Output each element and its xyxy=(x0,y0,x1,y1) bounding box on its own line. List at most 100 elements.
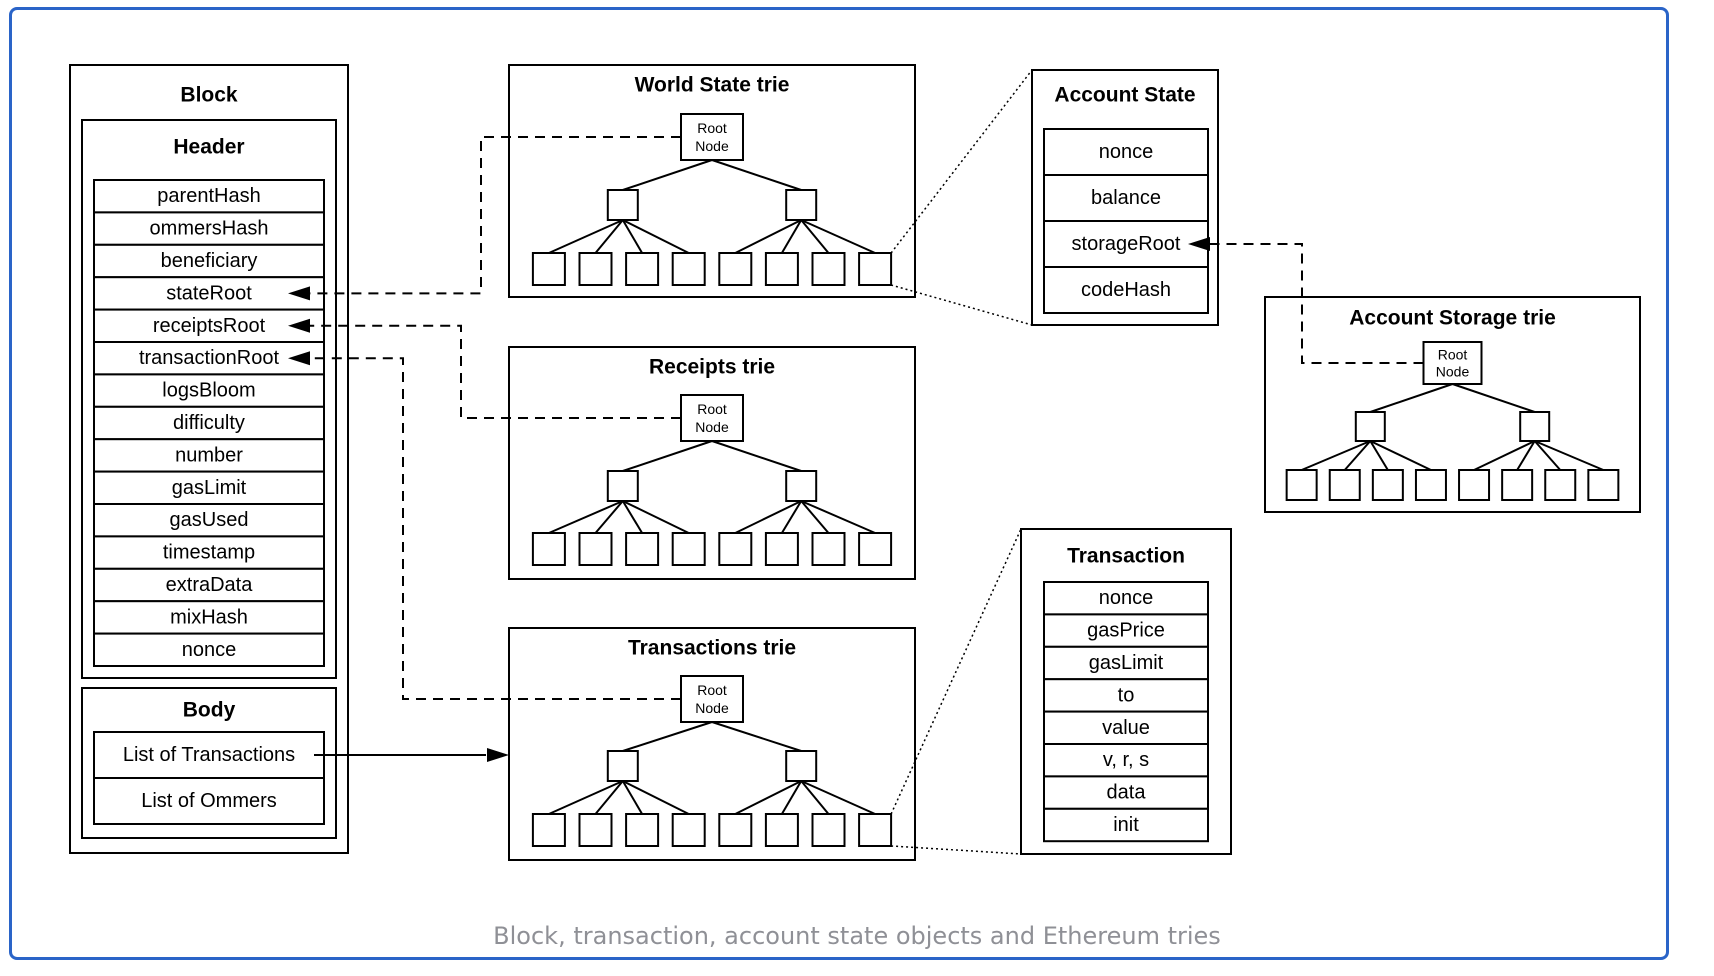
world-state-trie-leaf-node xyxy=(718,252,753,286)
state-root-pointer xyxy=(310,136,681,295)
transactions-trie-leaf-node xyxy=(811,813,846,847)
world-state-trie-edge xyxy=(594,219,624,254)
body-field-label: List of Ommers xyxy=(141,790,277,812)
account-storage-trie-leaf-node xyxy=(1328,469,1361,501)
account-storage-trie-edge xyxy=(1369,440,1432,471)
account-storage-trie-leaf-node xyxy=(1285,469,1318,501)
transactions-trie-branch-node xyxy=(606,750,639,782)
transactions-trie-leaf-node xyxy=(578,813,613,847)
account-storage-trie-leaf-node xyxy=(1458,469,1491,501)
account-storage-trie-box xyxy=(1264,296,1641,513)
receipts-trie-leaf-node xyxy=(625,532,660,566)
storage-root-pointer xyxy=(1210,243,1424,364)
account-state-title: Account State xyxy=(1054,84,1195,107)
transaction-title: Transaction xyxy=(1067,545,1185,568)
header-field-receiptsRoot xyxy=(93,308,325,344)
list-of-transactions-arrowhead xyxy=(487,748,509,762)
world-state-trie-edge xyxy=(621,219,643,254)
account-storage-trie-edge xyxy=(1301,440,1371,471)
world-state-trie-leaf-node xyxy=(764,252,799,286)
account-storage-trie-edge xyxy=(1534,440,1604,471)
transactions-trie-edge xyxy=(734,780,802,815)
account-storage-trie-root-label: Root xyxy=(1438,347,1468,363)
account-field-balance xyxy=(1043,174,1209,222)
account-field-label: balance xyxy=(1091,187,1161,209)
receipts-trie-leaf-node xyxy=(764,532,799,566)
receipts-trie-edge xyxy=(621,500,643,534)
header-field-label: gasLimit xyxy=(172,477,247,499)
receipts-trie-edge xyxy=(594,500,624,534)
transactions-trie-edge xyxy=(594,780,624,815)
transaction-field-label: nonce xyxy=(1099,587,1154,609)
header-field-number xyxy=(93,438,325,473)
account-storage-trie-edge xyxy=(1343,440,1372,471)
account-storage-trie-edge xyxy=(1452,383,1536,413)
account-storage-trie-edge xyxy=(1473,440,1536,471)
transaction-field-label: gasLimit xyxy=(1089,652,1164,674)
header-field-extraData xyxy=(93,567,325,603)
header-field-mixHash xyxy=(93,600,325,635)
receipts-trie-edge xyxy=(548,500,624,534)
world-state-trie-edge xyxy=(622,219,690,254)
transactions-trie-edge xyxy=(548,780,624,815)
body-field-1 xyxy=(93,777,325,825)
transaction-field-7 xyxy=(1043,807,1209,843)
account-storage-trie-leaf-node xyxy=(1371,469,1404,501)
transaction-field-2 xyxy=(1043,645,1209,681)
account-storage-trie-title: Account Storage trie xyxy=(1349,307,1556,330)
receipts-trie-leaf-node xyxy=(578,532,613,566)
receipts-trie-edge xyxy=(800,500,830,534)
receipts-trie-leaf-node xyxy=(671,532,706,566)
transactions-trie-leaf-node xyxy=(718,813,753,847)
header-field-logsBloom xyxy=(93,373,325,408)
world-state-trie-edge xyxy=(800,219,876,254)
header-field-label: receiptsRoot xyxy=(153,315,266,337)
receipts-trie-edge xyxy=(622,440,713,472)
transaction-field-label: init xyxy=(1113,814,1139,836)
transactions-trie-edge xyxy=(622,721,713,752)
receipts-trie-leaf-node xyxy=(531,532,566,566)
world-state-trie-edge xyxy=(734,219,802,254)
receipts-trie-leaf-node xyxy=(811,532,846,566)
header-field-label: ommersHash xyxy=(150,218,269,240)
world-state-trie-box xyxy=(508,64,916,298)
transaction-field-label: gasPrice xyxy=(1087,620,1165,642)
body-field-label: List of Transactions xyxy=(123,744,295,766)
header-field-label: difficulty xyxy=(173,412,245,434)
transactions-trie-leaf-node xyxy=(625,813,660,847)
transactions-trie-title: Transactions trie xyxy=(628,637,796,660)
transactions-trie-box xyxy=(508,627,916,861)
header-title: Header xyxy=(173,136,244,159)
account-field-label: nonce xyxy=(1099,141,1154,163)
receipts-root-pointer xyxy=(310,324,681,419)
transactions-trie-edge xyxy=(622,780,690,815)
receipts-trie-edge xyxy=(734,500,802,534)
block-title: Block xyxy=(180,84,238,107)
world-state-trie-leaf-node xyxy=(671,252,706,286)
transactions-trie-edge xyxy=(781,780,803,815)
account-field-codeHash xyxy=(1043,266,1209,314)
transactions-trie-leaf-node xyxy=(671,813,706,847)
account-field-nonce xyxy=(1043,128,1209,176)
account-storage-trie-edge xyxy=(1533,440,1562,471)
world-state-trie-leaf-node xyxy=(858,252,893,286)
account-storage-trie-leaf-node xyxy=(1501,469,1534,501)
header-field-nonce xyxy=(93,632,325,667)
world-state-trie-title: World State trie xyxy=(635,74,790,97)
world-state-trie-edge xyxy=(548,219,624,254)
account-storage-trie-edge xyxy=(1369,383,1453,413)
account-storage-trie-leaf-node xyxy=(1587,469,1620,501)
transactions-trie-edge xyxy=(800,780,876,815)
receipts-trie-edge xyxy=(781,500,803,534)
header-field-label: parentHash xyxy=(157,185,260,207)
transactions-trie-root-node xyxy=(680,675,744,723)
receipts-trie-leaf-node xyxy=(718,532,753,566)
header-field-difficulty xyxy=(93,405,325,441)
receipts-trie-root-label: Root xyxy=(697,401,727,417)
account-storage-trie-edge xyxy=(1369,440,1389,471)
transaction-field-4 xyxy=(1043,710,1209,745)
transactions-trie-branch-node xyxy=(785,750,818,782)
world-state-trie-root-label: Node xyxy=(695,138,729,154)
receipts-trie-title: Receipts trie xyxy=(649,356,775,379)
